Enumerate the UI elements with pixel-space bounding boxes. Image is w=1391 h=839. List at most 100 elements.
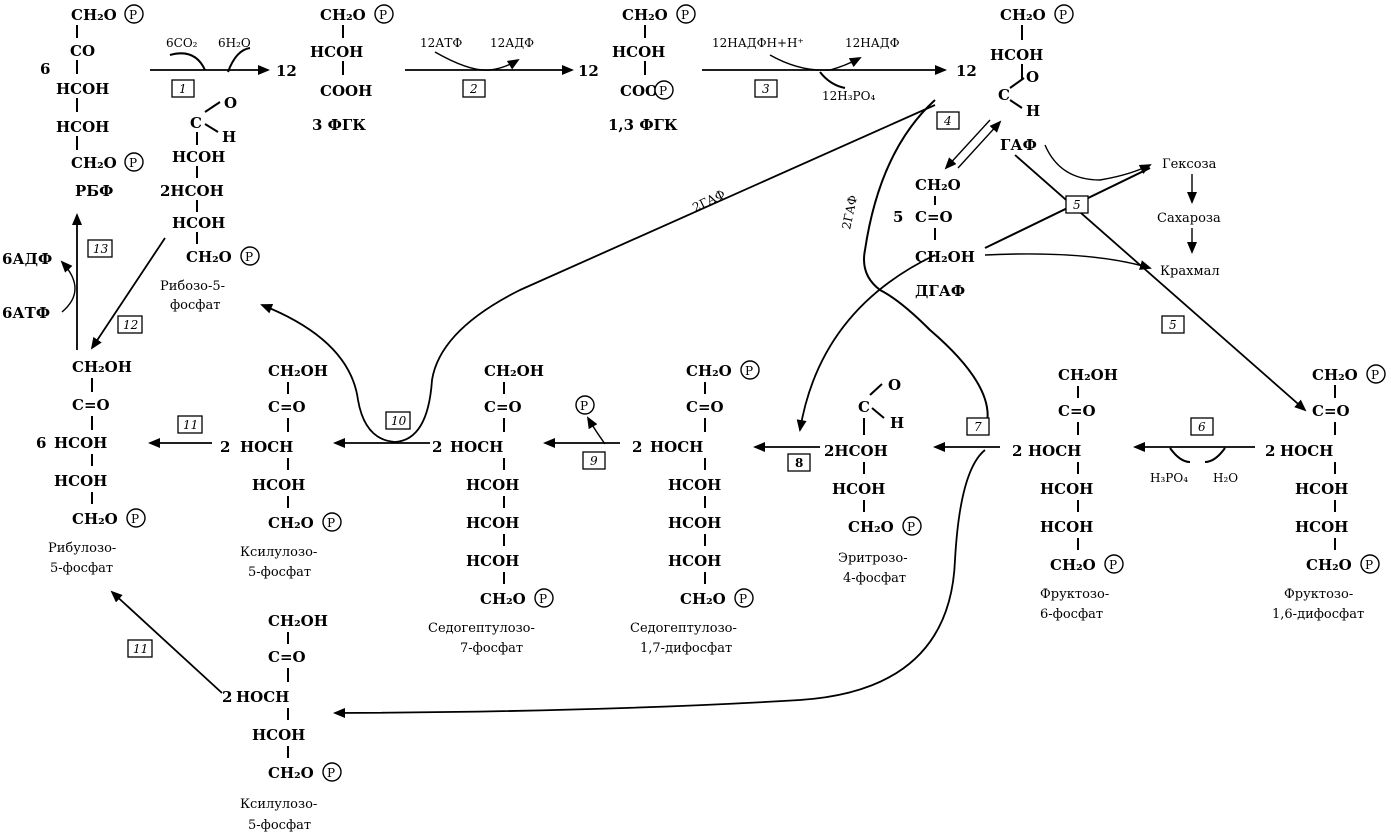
svg-text:HCOH: HCOH xyxy=(56,118,109,136)
svg-text:4-фосфат: 4-фосфат xyxy=(843,571,906,586)
svg-text:C=O: C=O xyxy=(686,398,724,416)
products-storage: Гексоза Сахароза Крахмал 5 5 xyxy=(984,144,1307,412)
svg-text:CH₂O: CH₂O xyxy=(848,518,894,536)
svg-text:ГАФ: ГАФ xyxy=(1000,136,1037,154)
reaction-3: 12НАДФН+Н⁺ 12НАДФ 12H₃PO₄ 3 12 xyxy=(702,36,977,103)
svg-text:CH₂O: CH₂O xyxy=(1312,366,1358,384)
svg-text:O: O xyxy=(1026,68,1039,86)
svg-text:6АДФ: 6АДФ xyxy=(2,250,52,268)
svg-text:HCOH: HCOH xyxy=(54,434,107,452)
svg-text:P: P xyxy=(327,766,335,780)
svg-text:1,3 ФГК: 1,3 ФГК xyxy=(608,116,678,134)
svg-text:Ксилулозо-: Ксилулозо- xyxy=(240,545,317,560)
svg-text:5: 5 xyxy=(1169,318,1177,332)
svg-text:P: P xyxy=(907,520,915,534)
svg-text:CH₂O: CH₂O xyxy=(1050,556,1096,574)
svg-text:HCOH: HCOH xyxy=(54,472,107,490)
compound-3pga: CH₂O P HCOH COOH 3 ФГК xyxy=(310,4,394,134)
svg-text:C=O: C=O xyxy=(915,208,953,226)
svg-text:12: 12 xyxy=(578,62,599,80)
svg-text:HCOH: HCOH xyxy=(466,476,519,494)
compound-ribulose-5p: CH₂OH C=O 6 HCOH HCOH CH₂O P Рибулозо- 5… xyxy=(36,358,146,576)
svg-text:H₃PO₄: H₃PO₄ xyxy=(1150,471,1188,485)
svg-text:CH₂OH: CH₂OH xyxy=(268,612,328,630)
compound-xylulose-5p-b: CH₂OH C=O 2 HOCH HCOH CH₂O P Ксилулозо- … xyxy=(222,612,342,833)
svg-text:P: P xyxy=(1371,368,1379,382)
svg-text:P: P xyxy=(131,512,139,526)
svg-text:2: 2 xyxy=(1012,442,1022,460)
svg-text:CH₂O: CH₂O xyxy=(71,6,117,24)
svg-text:HOCH: HOCH xyxy=(650,438,703,456)
svg-text:12АТФ: 12АТФ xyxy=(420,36,462,50)
svg-text:фосфат: фосфат xyxy=(170,298,220,313)
svg-text:7: 7 xyxy=(974,420,982,434)
svg-text:P: P xyxy=(129,156,137,170)
compound-ribose-5p: O C H HCOH 2HCOH HCOH CH₂O P Рибозо-5- ф… xyxy=(160,94,260,313)
compound-fructose-6p: CH₂OH C=O 2 HOCH HCOH HCOH CH₂O P Фрукто… xyxy=(1012,366,1124,622)
svg-text:3 ФГК: 3 ФГК xyxy=(312,116,366,134)
svg-text:CH₂OH: CH₂OH xyxy=(1058,366,1118,384)
svg-text:C=O: C=O xyxy=(1058,402,1096,420)
svg-text:2: 2 xyxy=(222,688,232,706)
svg-text:P: P xyxy=(1109,558,1117,572)
svg-text:C: C xyxy=(190,114,202,132)
svg-text:Эритрозо-: Эритрозо- xyxy=(838,551,908,566)
svg-text:HCOH: HCOH xyxy=(1295,518,1348,536)
svg-text:HCOH: HCOH xyxy=(252,726,305,744)
svg-text:HCOH: HCOH xyxy=(466,552,519,570)
svg-text:12: 12 xyxy=(276,62,297,80)
svg-text:6-фосфат: 6-фосфат xyxy=(1040,607,1103,622)
svg-text:Седогептулозо-: Седогептулозо- xyxy=(428,621,535,636)
svg-text:5: 5 xyxy=(1073,198,1081,212)
compound-sedo-17bp: CH₂O P C=O 2 HOCH HCOH HCOH HCOH CH₂O P … xyxy=(630,360,760,656)
reaction-6: H₃PO₄ H₂O 6 xyxy=(1133,417,1255,485)
svg-text:P: P xyxy=(739,592,747,606)
svg-text:5-фосфат: 5-фосфат xyxy=(50,561,113,576)
svg-text:H: H xyxy=(222,128,236,146)
svg-text:Седогептулозо-: Седогептулозо- xyxy=(630,621,737,636)
compound-xylulose-5p-a: CH₂OH C=O 2 HOCH HCOH CH₂O P Ксилулозо- … xyxy=(220,362,342,580)
svg-text:Крахмал: Крахмал xyxy=(1160,264,1220,279)
svg-text:2: 2 xyxy=(220,438,230,456)
svg-text:2HCOH: 2HCOH xyxy=(824,442,888,460)
svg-text:Сахароза: Сахароза xyxy=(1157,211,1221,226)
svg-text:13: 13 xyxy=(93,242,109,256)
svg-text:CH₂O: CH₂O xyxy=(480,590,526,608)
svg-text:CH₂OH: CH₂OH xyxy=(915,248,975,266)
svg-text:CH₂OH: CH₂OH xyxy=(268,362,328,380)
reaction-7: 7 xyxy=(333,417,1000,718)
svg-text:5-фосфат: 5-фосфат xyxy=(248,565,311,580)
svg-text:HOCH: HOCH xyxy=(1028,442,1081,460)
svg-text:12НАДФ: 12НАДФ xyxy=(845,36,900,50)
svg-text:HCOH: HCOH xyxy=(252,476,305,494)
svg-text:P: P xyxy=(745,364,753,378)
svg-text:HCOH: HCOH xyxy=(832,480,885,498)
svg-text:Фруктозо-: Фруктозо- xyxy=(1040,587,1109,602)
svg-text:HCOH: HCOH xyxy=(668,514,721,532)
svg-text:H: H xyxy=(890,414,904,432)
svg-text:C=O: C=O xyxy=(72,396,110,414)
svg-text:3: 3 xyxy=(762,82,770,96)
svg-text:P: P xyxy=(681,8,689,22)
svg-text:9: 9 xyxy=(590,454,598,468)
svg-text:12H₃PO₄: 12H₃PO₄ xyxy=(822,89,875,103)
svg-text:O: O xyxy=(888,376,901,394)
svg-text:HCOH: HCOH xyxy=(612,43,665,61)
svg-text:H₂O: H₂O xyxy=(1213,471,1238,485)
svg-text:6: 6 xyxy=(36,434,46,452)
svg-text:CH₂O: CH₂O xyxy=(268,514,314,532)
svg-text:12НАДФН+Н⁺: 12НАДФН+Н⁺ xyxy=(712,36,804,50)
svg-text:2: 2 xyxy=(469,82,478,96)
svg-text:CH₂O: CH₂O xyxy=(320,6,366,24)
reaction-4: 4 xyxy=(936,111,1002,170)
svg-text:P: P xyxy=(129,8,137,22)
svg-text:12: 12 xyxy=(123,318,138,332)
svg-text:HCOH: HCOH xyxy=(668,552,721,570)
svg-text:CH₂O: CH₂O xyxy=(71,154,117,172)
compound-gap: CH₂O P HCOH C O H ГАФ xyxy=(990,4,1074,154)
svg-text:P: P xyxy=(245,250,253,264)
reaction-8: 8 xyxy=(753,254,936,472)
svg-text:7-фосфат: 7-фосфат xyxy=(460,641,523,656)
svg-text:1,6-дифосфат: 1,6-дифосфат xyxy=(1272,607,1364,622)
svg-text:11: 11 xyxy=(183,418,198,432)
